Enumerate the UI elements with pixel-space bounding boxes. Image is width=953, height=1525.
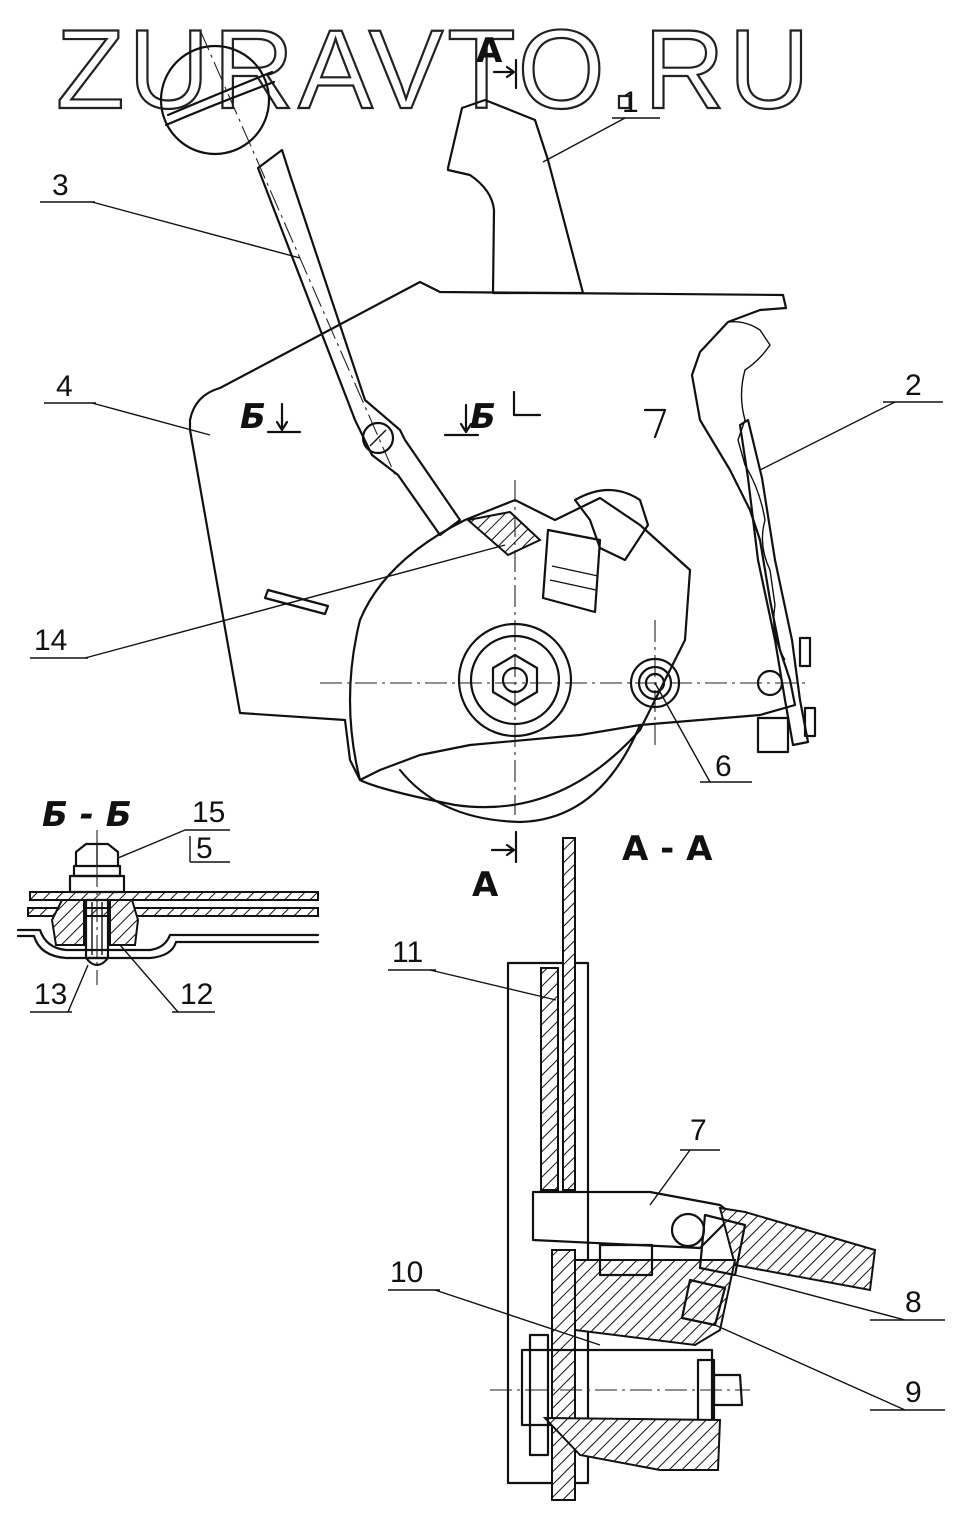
callout-3: 3 (52, 169, 69, 202)
gear-knob (159, 44, 271, 156)
detent-screw-body (541, 528, 602, 614)
section-a-bottom-arrow (490, 843, 516, 857)
lever-block (446, 98, 585, 295)
section-bb-title: Б - Б (42, 795, 132, 835)
callout-5: 5 (196, 832, 213, 865)
aa-lower-plate (551, 1249, 576, 1501)
callout-15: 15 (192, 796, 225, 829)
callout-4: 4 (56, 370, 73, 403)
corner-mark-right (643, 408, 667, 439)
aa-side-plate (540, 967, 559, 1191)
leader-2 (759, 401, 896, 471)
gear-lever-rod (256, 148, 462, 537)
callout-9: 9 (905, 1376, 922, 1409)
callout-10: 10 (390, 1256, 423, 1289)
torn-edge (727, 320, 786, 661)
leader-15 (117, 829, 186, 859)
callouts-main: 1 2 3 4 6 14 (30, 86, 943, 783)
aa-block-slot (598, 1243, 654, 1277)
sector-arc (398, 723, 642, 824)
detent-thread (549, 579, 597, 591)
knob-band-line (166, 70, 274, 117)
section-a-top-arrow (492, 65, 516, 79)
corner-mark-left (512, 390, 542, 417)
leader-14 (84, 544, 506, 659)
bracket-foot (756, 716, 790, 754)
lever-axis (199, 29, 396, 476)
leader-8 (734, 1274, 906, 1321)
knob-band-line-2 (164, 80, 276, 127)
section-b-right-arrow (459, 403, 473, 434)
sector-plate (348, 496, 692, 809)
section-b-left-label: Б (240, 397, 266, 437)
section-a-bottom-label: А (472, 865, 499, 905)
aa-bottom-plate (542, 1416, 722, 1471)
bracket-part (738, 418, 810, 747)
leader-6 (654, 682, 711, 783)
bb-mid-plate (27, 907, 319, 917)
hub-outer (457, 622, 573, 738)
section-b-left-arrow (275, 402, 289, 432)
hub-bolt (501, 666, 529, 694)
callout-13: 13 (34, 978, 67, 1011)
main-view: Б Б А А (159, 29, 817, 905)
bb-top-plate (29, 891, 319, 901)
callout-7: 7 (690, 1114, 707, 1147)
leader-4 (91, 402, 211, 436)
aa-nut (712, 1373, 744, 1407)
section-b-right-label: Б (470, 397, 496, 437)
leader-7 (649, 1149, 691, 1206)
callout-12: 12 (180, 978, 213, 1011)
leader-12 (119, 944, 179, 1013)
hub-nut (491, 653, 539, 707)
bb-rivet-right (109, 899, 140, 946)
lever-pivot-pin (361, 421, 395, 455)
callout-8: 8 (905, 1286, 922, 1319)
stop-pin-outer (629, 657, 681, 709)
pivot-slash (369, 429, 387, 447)
bracket-tab-top (798, 636, 812, 668)
section-aa-title: А - А (622, 829, 713, 869)
leader-11 (429, 969, 557, 1001)
callout-6: 6 (715, 750, 732, 783)
section-aa-view: А - А 11 7 8 9 10 (388, 829, 945, 1501)
aa-cam (718, 1206, 877, 1292)
hub-inner (469, 634, 561, 726)
callout-1: 1 (622, 86, 639, 119)
section-a-top-label: А (476, 31, 503, 71)
callout-11: 11 (392, 936, 423, 969)
sector-section-hatch (465, 510, 542, 557)
detent-housing (573, 489, 650, 562)
callout-14: 14 (34, 624, 67, 657)
watermark-text: ZURAVTO.RU (56, 7, 814, 132)
leader-1 (542, 117, 626, 163)
leader-10 (434, 1289, 601, 1346)
slot-mark (263, 588, 330, 616)
mount-screw (756, 669, 784, 697)
leader-13 (67, 964, 89, 1013)
stop-pin-inner (644, 672, 666, 694)
leader-3 (91, 201, 301, 259)
section-bb-view: Б - Б 15 5 13 12 (16, 795, 320, 1013)
stop-pin-mid (637, 665, 673, 701)
aa-lever-plate (562, 837, 576, 1191)
bracket-tab-bottom (803, 706, 817, 738)
aa-shaft (520, 1348, 714, 1427)
housing-plate (188, 280, 797, 782)
aa-lever-pin (670, 1212, 706, 1248)
aa-spacer (528, 1333, 550, 1457)
callout-2: 2 (905, 369, 922, 402)
aa-housing (506, 961, 590, 1485)
detent-thread-2 (551, 565, 599, 577)
bb-rivet-left (50, 899, 85, 946)
leader-9 (714, 1324, 906, 1411)
